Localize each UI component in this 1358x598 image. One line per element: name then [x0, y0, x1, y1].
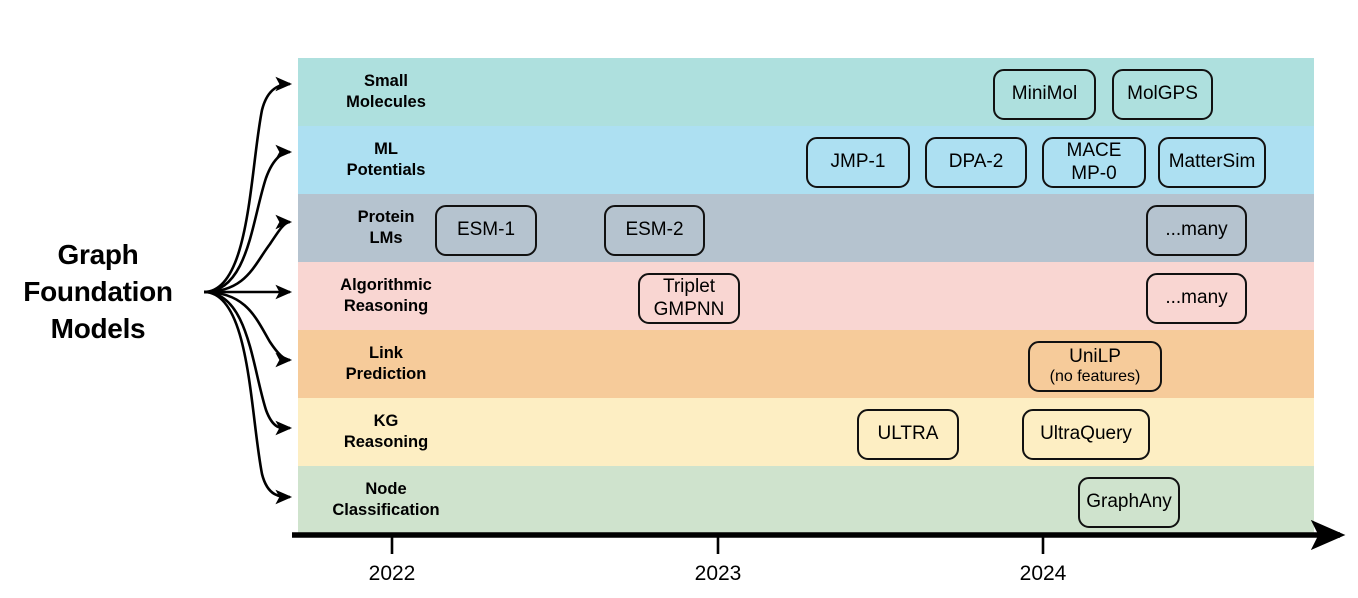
row-label-line: LMs [369, 229, 403, 247]
model-box[interactable]: ...many [1146, 273, 1247, 324]
model-box-name: MatterSim [1168, 151, 1256, 173]
row-label: ML Potentials [302, 126, 470, 194]
model-box-name: UltraQuery [1040, 423, 1132, 445]
model-box[interactable]: ULTRA [857, 409, 959, 460]
model-box[interactable]: MolGPS [1112, 69, 1213, 120]
model-box-name: UniLP [1069, 345, 1121, 367]
root-label-line: Graph [57, 239, 139, 270]
model-box[interactable]: ESM-2 [604, 205, 705, 256]
axis-tick-label: 2022 [368, 562, 416, 585]
row-label-line: Classification [332, 501, 440, 519]
model-box-name: GraphAny [1086, 491, 1172, 513]
axis-tick-label: 2023 [694, 562, 742, 585]
row-label-line: Potentials [346, 161, 426, 179]
model-box-name: ...many [1165, 219, 1228, 241]
model-box-subtitle: GMPNN [653, 298, 725, 320]
model-box-name: Triplet [662, 276, 716, 298]
model-box[interactable]: MiniMol [993, 69, 1096, 120]
model-box[interactable]: JMP-1 [806, 137, 910, 188]
model-box-name: ...many [1165, 287, 1228, 309]
row-label-line: Small [363, 71, 409, 90]
timeline-axis [292, 520, 1346, 554]
row-label-line: KG [373, 411, 399, 430]
model-box[interactable]: GraphAny [1078, 477, 1180, 528]
row-label-line: Algorithmic [340, 275, 432, 294]
row-label-line: Link [369, 343, 403, 362]
timeline-row: KG Reasoning ULTRA UltraQuery [298, 398, 1314, 466]
fanout-arrows [203, 76, 293, 505]
model-box-name: MolGPS [1127, 83, 1198, 105]
row-label-line: Protein [357, 207, 415, 226]
row-label-line: Molecules [346, 93, 426, 111]
model-box[interactable]: ...many [1146, 205, 1247, 256]
model-box-name: MACE [1066, 140, 1122, 162]
model-box-name: ESM-1 [456, 219, 516, 241]
row-label-line: Reasoning [343, 297, 429, 315]
model-box-name: DPA-2 [948, 151, 1004, 173]
axis-tick-label: 2024 [1019, 562, 1067, 585]
model-box-name: JMP-1 [830, 151, 886, 173]
model-box[interactable]: UltraQuery [1022, 409, 1150, 460]
root-label-line: Foundation [23, 276, 173, 308]
model-box-name: ESM-2 [625, 219, 684, 241]
row-label-line: Reasoning [343, 433, 429, 451]
model-box-subtitle: MP-0 [1071, 162, 1117, 184]
row-label-line: Prediction [345, 365, 427, 383]
model-box[interactable]: ESM-1 [435, 205, 537, 256]
row-label-line: Node [365, 479, 407, 498]
model-box[interactable]: UniLP(no features) [1028, 341, 1162, 392]
model-box[interactable]: DPA-2 [925, 137, 1027, 188]
model-box-name: MiniMol [1011, 83, 1078, 105]
model-box-subtitle: (no features) [1049, 368, 1141, 386]
root-label-line: Models [50, 313, 146, 345]
model-box-name: ULTRA [877, 423, 939, 445]
model-box[interactable]: MatterSim [1158, 137, 1266, 188]
row-label: KG Reasoning [302, 398, 470, 466]
row-label-line: ML [374, 139, 398, 158]
